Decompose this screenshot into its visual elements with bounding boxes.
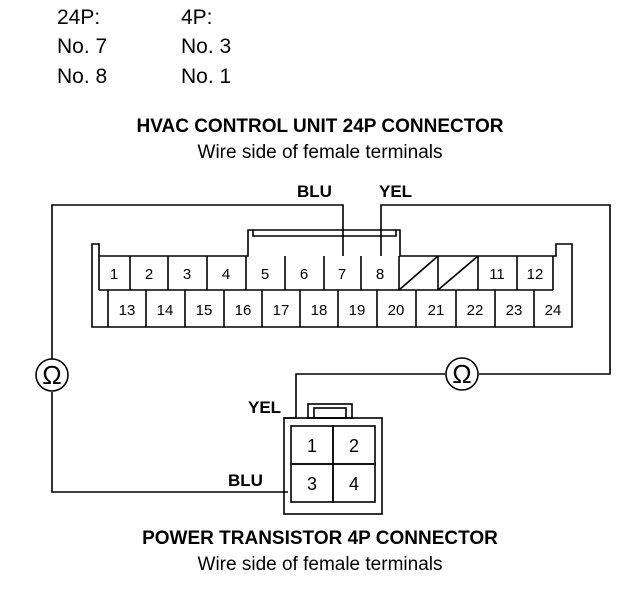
pin-13: 13 [119, 302, 136, 319]
pin-15: 15 [196, 302, 213, 319]
transistor-connector-subtitle: Wire side of female terminals [197, 554, 443, 575]
ohm-symbol-right: Ω [452, 359, 471, 389]
row1-24p: No. 7 [57, 35, 108, 58]
transistor-pin-4: 4 [349, 474, 359, 494]
yel-wire [380, 204, 611, 375]
transistor-connector-title: POWER TRANSISTOR 4P CONNECTOR [142, 528, 498, 549]
blu-wire [51, 204, 344, 359]
wire-label-yel-top: YEL [379, 182, 412, 201]
wire-label-yel-bottom: YEL [248, 398, 281, 417]
header-24p: 24P: [57, 6, 101, 29]
pin-11: 11 [489, 266, 505, 283]
hvac-connector-title: HVAC CONTROL UNIT 24P CONNECTOR [136, 116, 504, 137]
pin-3: 3 [183, 266, 191, 283]
transistor-pin-1: 1 [307, 436, 317, 456]
transistor-pin-3: 3 [307, 474, 317, 494]
transistor-pin-2: 2 [349, 436, 359, 456]
pin-14: 14 [157, 302, 174, 319]
pin-6: 6 [300, 266, 308, 283]
wire-label-blu-top: BLU [297, 182, 332, 201]
pin-17: 17 [273, 302, 290, 319]
pin-23: 23 [506, 302, 523, 319]
pin-19: 19 [349, 302, 366, 319]
row1-4p: No. 3 [181, 35, 232, 58]
ohm-symbol-left: Ω [42, 360, 61, 390]
pin-12: 12 [527, 266, 544, 283]
header-4p: 4P: [181, 6, 213, 29]
pin-2: 2 [145, 266, 153, 283]
hvac-connector-housing [91, 229, 573, 328]
row2-4p: No. 1 [181, 65, 232, 88]
pin-22: 22 [467, 302, 484, 319]
pin-5: 5 [261, 266, 269, 283]
pin-24: 24 [545, 302, 562, 319]
pin-7: 7 [338, 266, 346, 283]
pin-1: 1 [110, 266, 118, 283]
hvac-connector-lock-tab [252, 230, 397, 237]
row2-24p: No. 8 [57, 65, 108, 88]
pin-16: 16 [235, 302, 252, 319]
pin-4: 4 [222, 266, 230, 283]
pin-8: 8 [376, 266, 384, 283]
pin-21: 21 [428, 302, 445, 319]
wire-label-blu-bottom: BLU [228, 471, 263, 490]
ohmmeter-left [35, 358, 69, 392]
pin-18: 18 [311, 302, 328, 319]
ohmmeter-right [445, 357, 479, 391]
pin-20: 20 [388, 302, 405, 319]
hvac-connector-subtitle: Wire side of female terminals [197, 142, 443, 163]
